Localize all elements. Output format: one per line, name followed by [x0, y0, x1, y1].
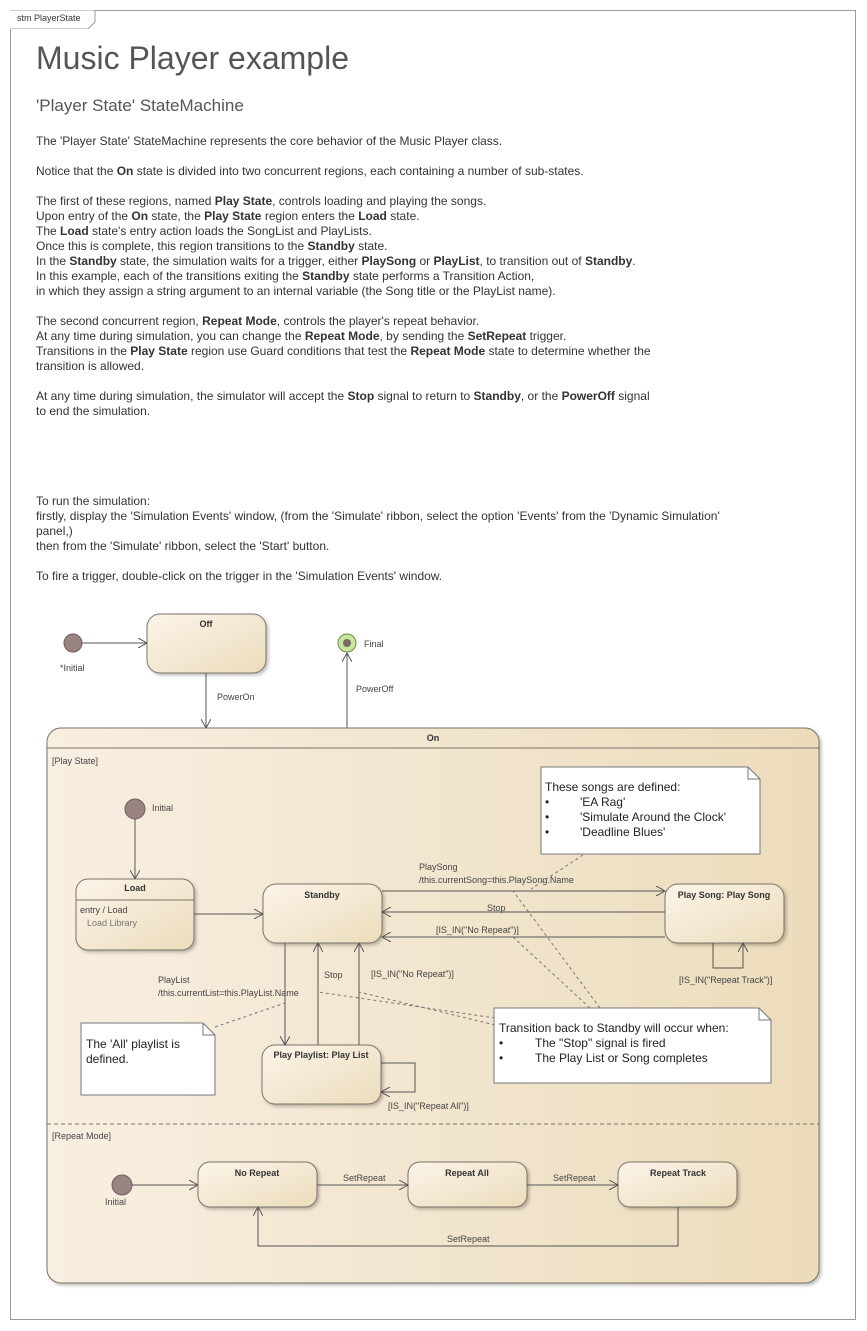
note-songs-connector: [530, 854, 584, 890]
state-load-activity: Load Library: [87, 918, 138, 928]
final-state-label: Final: [364, 639, 384, 649]
description-text: The 'Player State' StateMachine represen…: [36, 134, 776, 584]
note-songs-title: These songs are defined:: [545, 780, 680, 794]
repeat-track-self-transition[interactable]: [712, 943, 743, 969]
initial-play-state-label: Initial: [152, 803, 173, 813]
note-stop-title: Transition back to Standby will occur wh…: [499, 1021, 729, 1035]
state-play-playlist-label: Play Playlist: Play List: [273, 1050, 368, 1060]
repeat-all-self-transition[interactable]: [381, 1062, 416, 1092]
state-repeat-track-label: Repeat Track: [650, 1168, 707, 1178]
desc-paragraph-3: The first of these regions, named Play S…: [36, 194, 776, 299]
state-standby-label: Standby: [304, 890, 340, 900]
description-line: then from the 'Simulate' ribbon, select …: [36, 539, 330, 553]
note-stop-item-2: The Play List or Song completes: [535, 1051, 708, 1065]
state-on-label: On: [427, 733, 440, 743]
stop-song-label: Stop: [487, 903, 506, 913]
note-song-2: 'Simulate Around the Clock': [580, 810, 726, 824]
description-line: in which they assign a string argument t…: [36, 284, 556, 298]
description-line: transition is allowed.: [36, 359, 145, 373]
page-subtitle: 'Player State' StateMachine: [36, 96, 244, 115]
note-stop-item-1: The "Stop" signal is fired: [535, 1036, 666, 1050]
note-stop-bullet-2: •: [499, 1051, 503, 1065]
initial-repeat-mode[interactable]: [111, 1174, 133, 1196]
note-songs-bullet-1: •: [545, 795, 549, 809]
set-repeat-label-3: SetRepeat: [447, 1234, 490, 1244]
play-song-trigger-label: PlaySong: [419, 862, 458, 872]
play-list-action-label: /this.currentList=this.PlayList.Name: [158, 988, 299, 998]
state-repeat-all-label: Repeat All: [445, 1168, 489, 1178]
description-line: In the Standby state, the simulation wai…: [36, 254, 636, 268]
note-playlist-connector: [214, 1002, 286, 1028]
guard-repeat-track-label: [IS_IN("Repeat Track")]: [679, 975, 772, 985]
description-line: The second concurrent region, Repeat Mod…: [36, 314, 480, 328]
description-line: panel,): [36, 524, 73, 538]
description-line: At any time during simulation, the simul…: [36, 389, 650, 403]
guard-repeat-all-label: [IS_IN("Repeat All")]: [388, 1101, 469, 1111]
diagram-frame: [10, 10, 856, 1320]
note-stop-connector-song-1: [512, 890, 601, 1009]
note-song-1: 'EA Rag': [580, 795, 625, 809]
desc-paragraph-7: To fire a trigger, double-click on the t…: [36, 569, 443, 583]
final-state-center: [343, 639, 351, 647]
note-stop-fold: [758, 1008, 771, 1021]
frame-tab-label: stm PlayerState: [17, 13, 81, 23]
note-playlist-line-2: defined.: [86, 1052, 129, 1066]
desc-paragraph-5: At any time during simulation, the simul…: [36, 389, 776, 419]
note-songs-bullet-3: •: [545, 825, 549, 839]
description-line: Once this is complete, this region trans…: [36, 239, 388, 253]
description-line: Upon entry of the On state, the Play Sta…: [36, 209, 420, 223]
guard-no-repeat-song-label: [IS_IN("No Repeat")]: [436, 925, 519, 935]
state-on[interactable]: [46, 727, 820, 1284]
note-song-3: 'Deadline Blues': [580, 825, 665, 839]
state-play-song-label: Play Song: Play Song: [678, 890, 771, 900]
description-line: In this example, each of the transitions…: [36, 269, 535, 283]
state-load-label: Load: [124, 883, 146, 893]
desc-paragraph-1: The 'Player State' StateMachine represen…: [36, 134, 503, 148]
set-repeat-label-2: SetRepeat: [553, 1173, 596, 1183]
description-line: firstly, display the 'Simulation Events'…: [36, 509, 720, 523]
region-repeat-mode-label: [Repeat Mode]: [52, 1131, 111, 1141]
state-no-repeat-label: No Repeat: [235, 1168, 280, 1178]
region-play-state-label: [Play State]: [52, 756, 98, 766]
state-off-label: Off: [200, 619, 214, 629]
description-line: The first of these regions, named Play S…: [36, 194, 487, 208]
note-playlist-line-1: The 'All' playlist is: [86, 1037, 180, 1051]
note-songs-fold: [747, 767, 760, 780]
desc-paragraph-6: To run the simulation:firstly, display t…: [36, 494, 776, 554]
initial-play-state[interactable]: [124, 798, 146, 820]
set-repeat-label-1: SetRepeat: [343, 1173, 386, 1183]
state-play-song[interactable]: [664, 883, 785, 944]
guard-no-repeat-list-label: [IS_IN("No Repeat")]: [371, 969, 454, 979]
note-stop-connector-list-2: [358, 991, 496, 1026]
initial-top-label: *Initial: [60, 663, 85, 673]
desc-paragraph-2: Notice that the On state is divided into…: [36, 164, 584, 178]
play-list-trigger-label: PlayList: [158, 975, 190, 985]
play-song-action-label: /this.currentSong=this.PlaySong.Name: [419, 875, 574, 885]
initial-repeat-mode-label: Initial: [105, 1197, 126, 1207]
note-songs-bullet-2: •: [545, 810, 549, 824]
page-title: Music Player example: [36, 40, 349, 76]
frame-tab: [10, 10, 96, 29]
description-line: To run the simulation:: [36, 494, 151, 508]
note-playlist: [80, 1022, 216, 1096]
description-line: to end the simulation.: [36, 404, 151, 418]
state-load-entry: entry / Load: [80, 905, 128, 915]
note-playlist-fold: [202, 1023, 215, 1036]
note-stop: [493, 1007, 772, 1084]
state-play-playlist[interactable]: [261, 1044, 382, 1105]
description-line: At any time during simulation, you can c…: [36, 329, 567, 343]
description-line: The Load state's entry action loads the …: [36, 224, 372, 238]
power-on-label: PowerOn: [217, 692, 255, 702]
stop-list-label: Stop: [324, 970, 343, 980]
description-line: Transitions in the Play State region use…: [36, 344, 651, 358]
initial-pseudostate-top[interactable]: [63, 633, 83, 653]
set-repeat-transition-3[interactable]: [258, 1207, 679, 1247]
note-songs: [540, 766, 761, 855]
note-stop-bullet-1: •: [499, 1036, 503, 1050]
power-off-label: PowerOff: [356, 684, 394, 694]
desc-paragraph-4: The second concurrent region, Repeat Mod…: [36, 314, 776, 374]
